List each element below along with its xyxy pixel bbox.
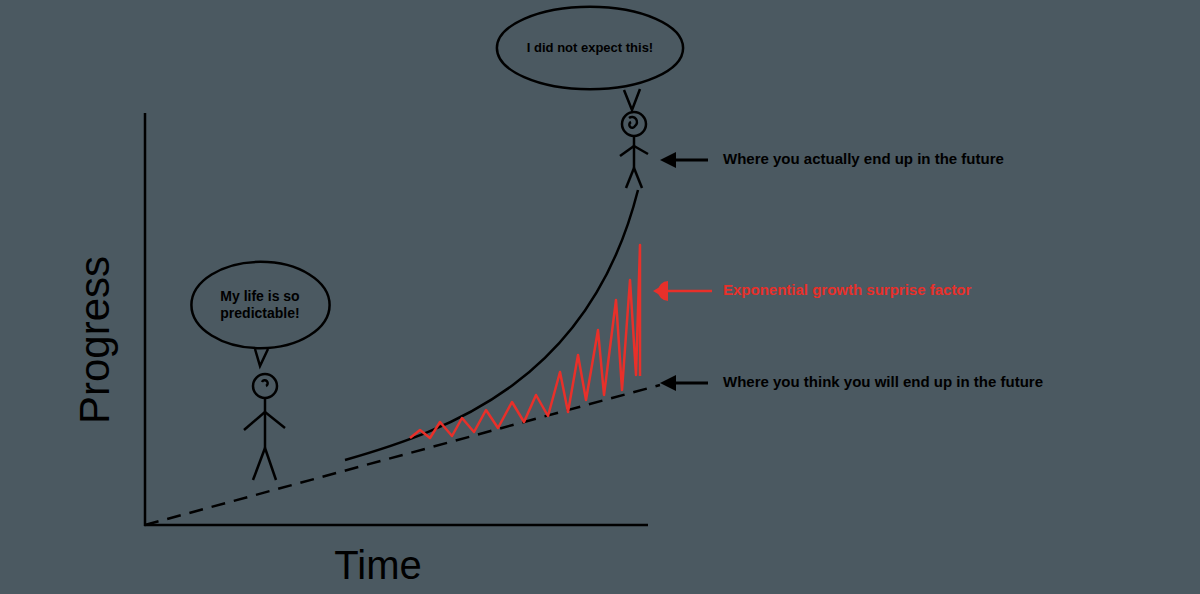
stick-figure <box>620 89 648 188</box>
speech-text: I did not expect this! <box>527 40 653 56</box>
figure-arm <box>634 146 648 154</box>
arrow-head <box>653 282 668 300</box>
y-axis <box>144 113 147 526</box>
callout-label: Where you think you will end up in the f… <box>723 373 1043 390</box>
figure-head <box>622 112 646 136</box>
callout-arrow <box>653 281 712 301</box>
callout-label: Exponential growth surprise factor <box>723 281 971 298</box>
callout-arrow <box>660 375 708 391</box>
arrow-shaft <box>672 382 708 385</box>
figure-face <box>629 117 637 128</box>
speech-bubble: My life is so predictable! <box>190 260 331 350</box>
stick-figure <box>244 349 285 480</box>
figure-body <box>633 136 636 168</box>
figure-face <box>262 380 268 386</box>
bubble-tail <box>624 89 640 110</box>
callout-label: Where you actually end up in the future <box>723 150 1004 167</box>
x-axis <box>144 524 648 527</box>
bubble-tail <box>255 349 268 366</box>
expected-line <box>145 385 660 525</box>
figure-body <box>264 398 267 448</box>
callout-arrow <box>660 152 708 168</box>
bubble-ellipse <box>191 262 329 348</box>
figure-arm <box>620 146 634 156</box>
figure-leg <box>626 168 634 188</box>
speech-text: My life is so predictable! <box>208 288 312 322</box>
speech-bubble: I did not expect this! <box>495 5 685 91</box>
axis-title: Time <box>334 543 421 588</box>
figure-leg <box>634 168 642 188</box>
figure-arm <box>265 412 285 428</box>
bubble-ellipse <box>497 7 683 90</box>
figure-leg <box>265 448 276 480</box>
arrow-head <box>660 375 676 391</box>
axis-title: Progress <box>71 256 119 424</box>
surprise-zigzag <box>410 245 640 438</box>
figure-leg <box>253 448 265 480</box>
arrow-shaft <box>672 159 708 162</box>
figure-arm <box>244 412 265 430</box>
figure-head <box>253 374 277 398</box>
arrow-shaft <box>668 290 712 293</box>
arrow-head <box>660 152 676 168</box>
